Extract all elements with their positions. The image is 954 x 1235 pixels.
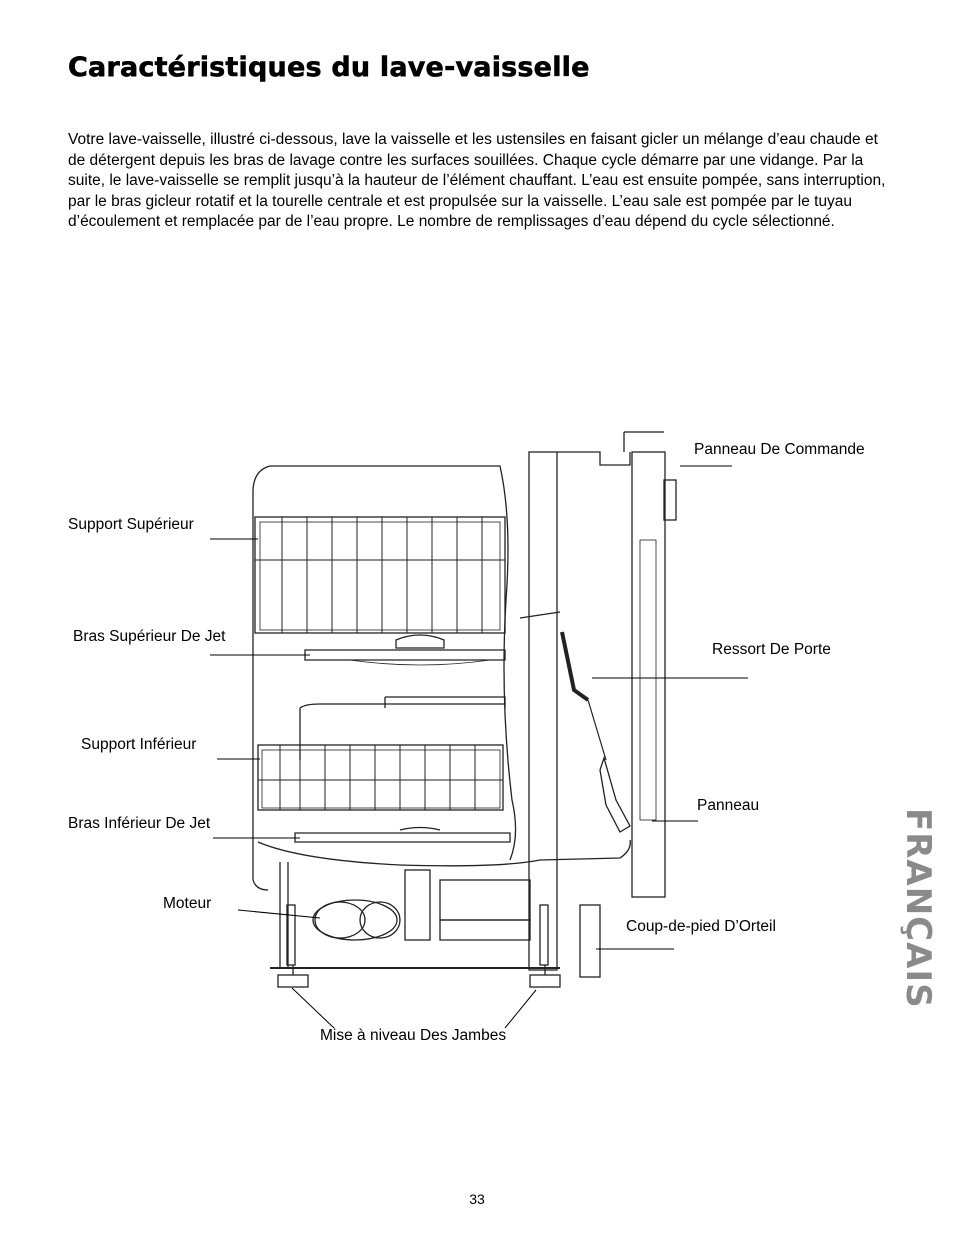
- label-bras-superieur: Bras Supérieur De Jet: [73, 628, 226, 645]
- page-number: 33: [469, 1191, 485, 1207]
- label-jambes: Mise à niveau Des Jambes: [320, 1027, 507, 1044]
- label-coup-de-pied: Coup-de-pied D’Orteil: [626, 918, 776, 935]
- page-title: Caractéristiques du lave-vaisselle: [68, 52, 590, 84]
- intro-paragraph: Votre lave-vaisselle, illustré ci-dessou…: [68, 131, 886, 231]
- label-support-superieur: Support Supérieur: [68, 516, 194, 533]
- label-support-inferieur: Support Inférieur: [81, 736, 197, 753]
- label-moteur: Moteur: [163, 895, 212, 912]
- side-tab-text: FRANÇAIS: [898, 808, 938, 1009]
- language-side-tab: FRANÇAIS: [898, 808, 938, 1009]
- label-ressort-porte: Ressort De Porte: [712, 641, 831, 658]
- label-panneau: Panneau: [697, 797, 760, 814]
- label-panneau-commande: Panneau De Commande: [694, 441, 865, 458]
- label-bras-inferieur: Bras Inférieur De Jet: [68, 815, 211, 832]
